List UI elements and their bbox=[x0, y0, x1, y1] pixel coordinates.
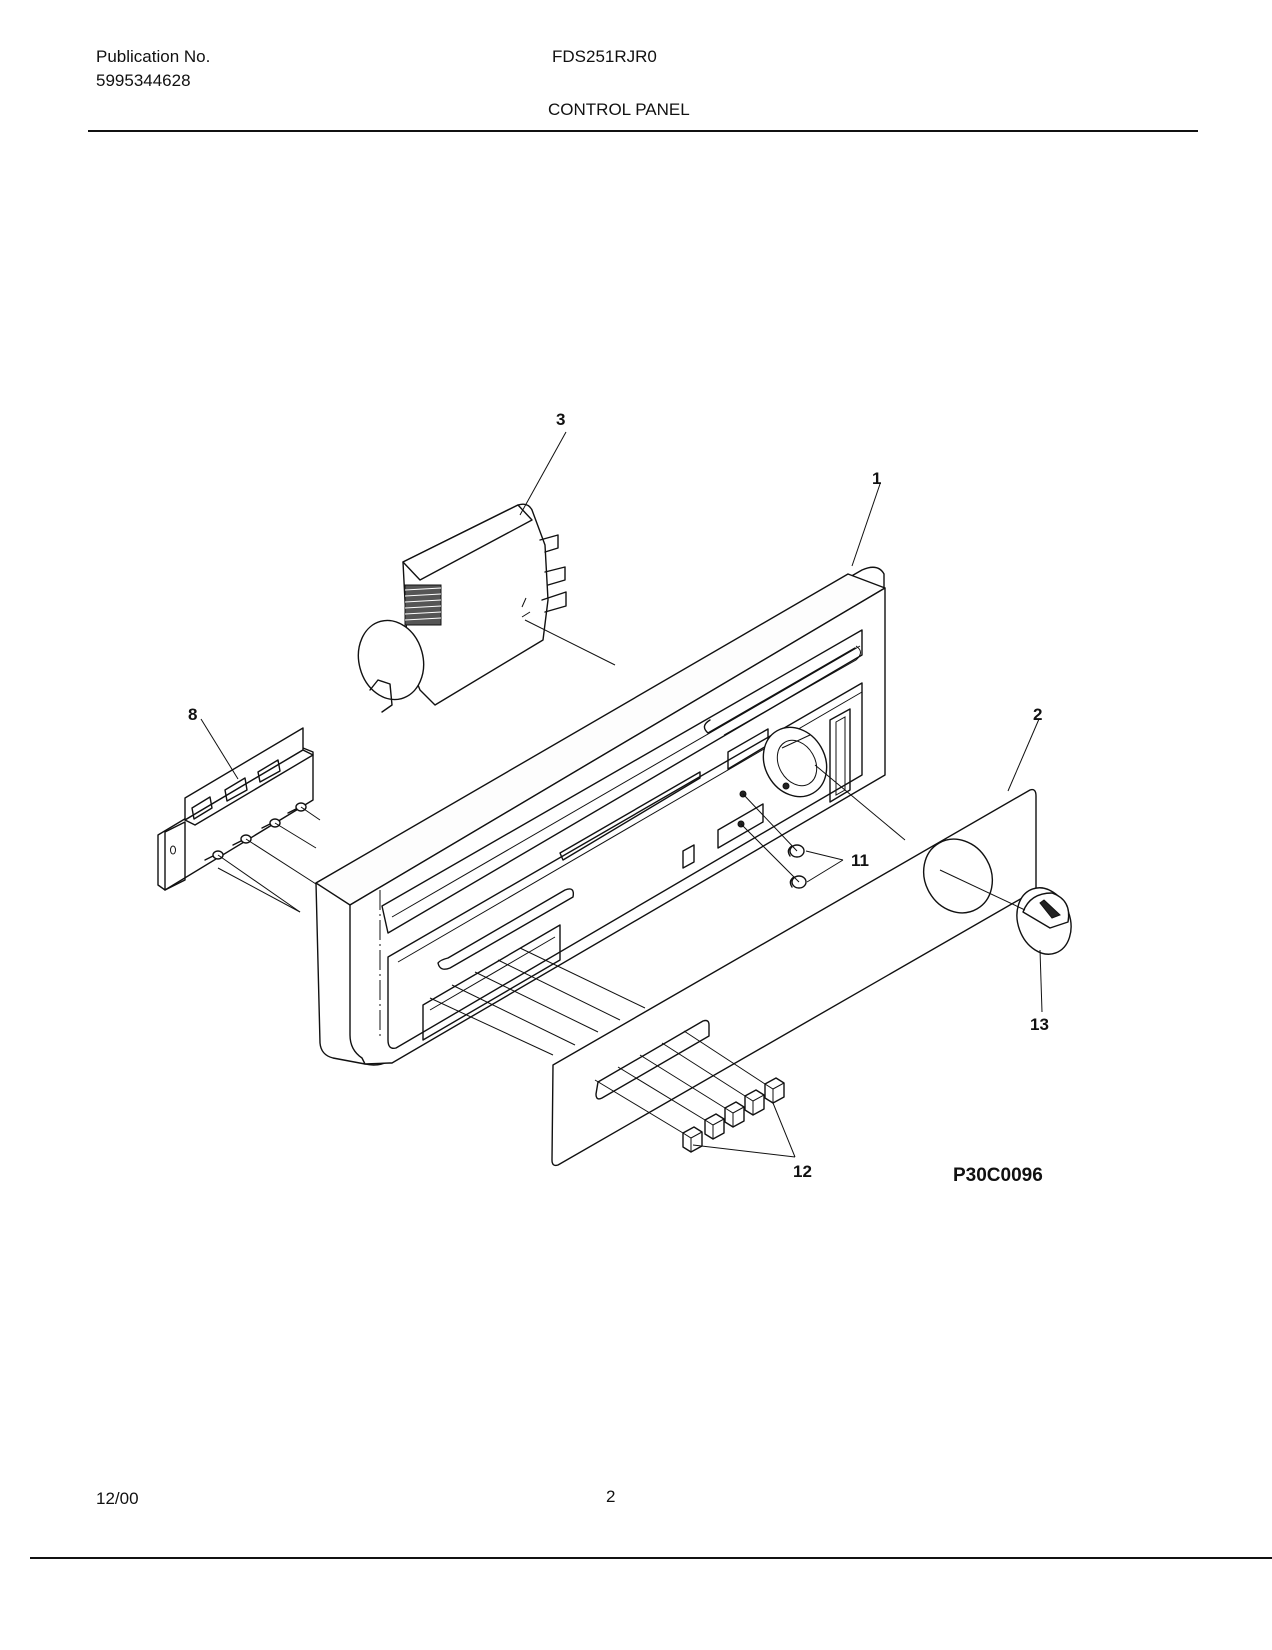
model-number: FDS251RJR0 bbox=[552, 47, 657, 66]
callout-part-11: 11 bbox=[851, 851, 869, 870]
control-panel-housing bbox=[315, 566, 886, 1066]
knob-part bbox=[1016, 887, 1072, 955]
footer-date: 12/00 bbox=[96, 1489, 139, 1508]
publication-number: 5995344628 bbox=[96, 71, 191, 90]
drawing-code: P30C0096 bbox=[953, 1165, 1043, 1186]
callout-part-8: 8 bbox=[188, 705, 197, 724]
header-rule bbox=[88, 130, 1198, 132]
callout-part-1: 1 bbox=[872, 469, 881, 488]
callout-part-13: 13 bbox=[1030, 1015, 1049, 1034]
assembly-lines bbox=[200, 431, 1043, 1158]
footer-rule bbox=[30, 1557, 1272, 1559]
publication-label: Publication No. bbox=[96, 47, 211, 66]
lamp-lenses bbox=[787, 844, 807, 889]
timer-part bbox=[357, 503, 567, 713]
push-buttons bbox=[682, 1077, 785, 1153]
callout-part-12: 12 bbox=[793, 1162, 812, 1181]
callout-part-3: 3 bbox=[556, 410, 565, 429]
page-number: 2 bbox=[606, 1487, 616, 1506]
callout-part-2: 2 bbox=[1033, 705, 1042, 724]
switch-part bbox=[157, 727, 314, 891]
section-title: CONTROL PANEL bbox=[548, 100, 690, 119]
